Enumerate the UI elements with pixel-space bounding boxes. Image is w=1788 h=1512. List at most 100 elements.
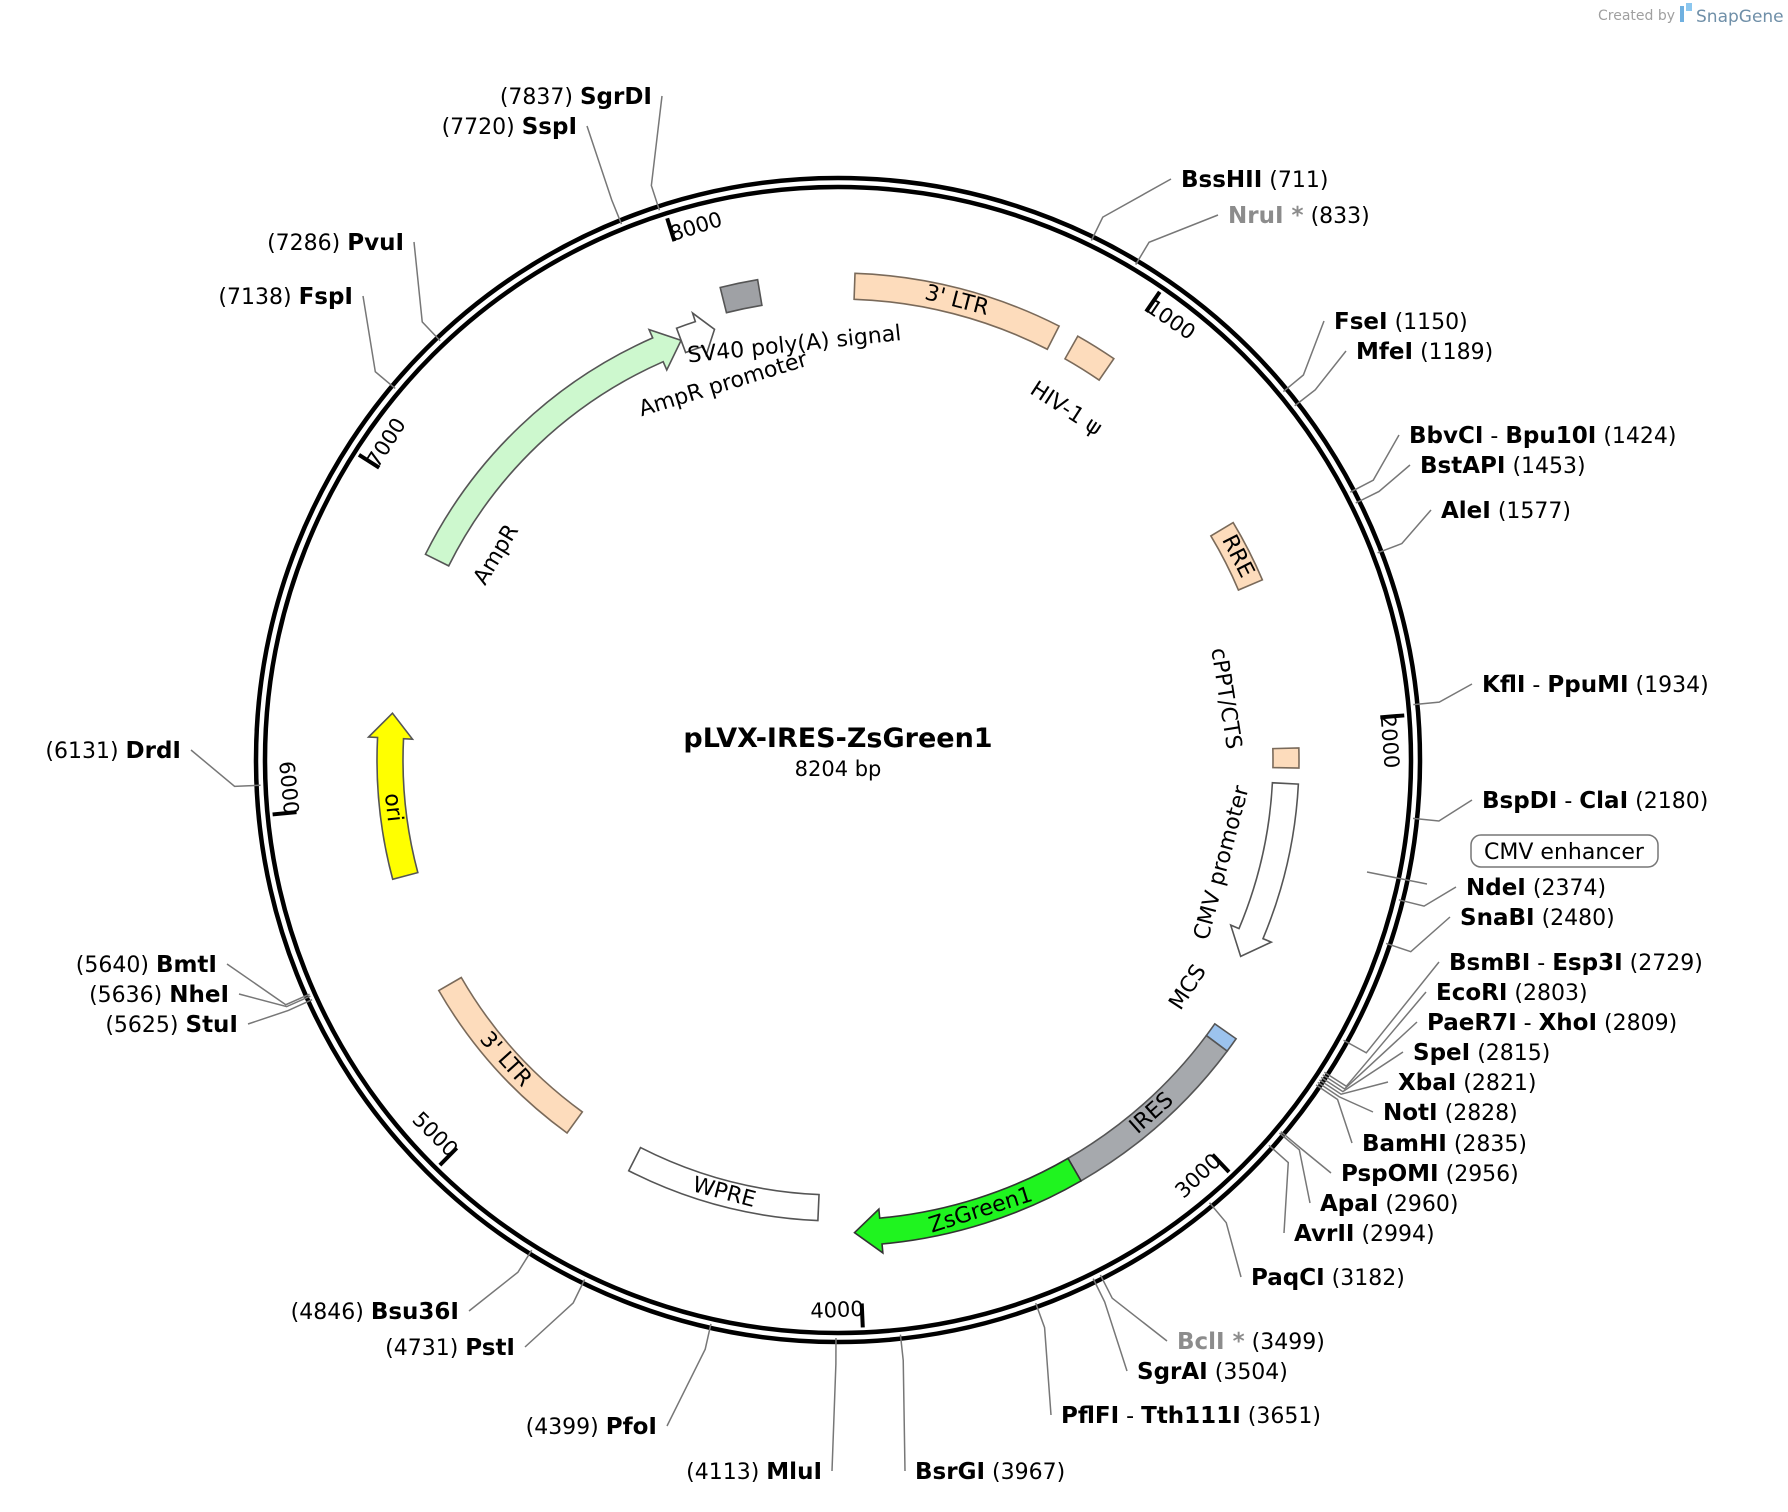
site-label-stui: (5625) StuI — [105, 1012, 238, 1038]
leader-bbvci-bpu10i — [1349, 434, 1400, 493]
enzyme-name-bamhi: BamHI — [1362, 1131, 1447, 1157]
feature-label-ampr: AmpR — [469, 520, 524, 589]
leader-spei — [1320, 1051, 1404, 1093]
tick-label-2000: 2000 — [1376, 714, 1404, 769]
spacer — [1447, 1132, 1454, 1157]
site-leader-lines — [190, 95, 1473, 1472]
tick-6000 — [272, 810, 297, 817]
enzyme-name-bspdi: BspDI — [1482, 788, 1557, 814]
enzyme-name-pspomi: PspOMI — [1341, 1161, 1439, 1187]
leader-xbai — [1319, 1079, 1389, 1096]
site-position: (1453) — [1512, 454, 1585, 479]
site-position: (1150) — [1395, 310, 1468, 335]
feature-shape-rre — [1209, 521, 1264, 592]
enzyme-name-bsrgi: BsrGI — [915, 1459, 985, 1485]
site-position: (7720) — [442, 115, 515, 140]
spacer — [1325, 1266, 1332, 1291]
leader-bcli — [1099, 1274, 1168, 1342]
enzyme-name-avrii: AvrII — [1294, 1221, 1354, 1247]
enzyme-name-bstapi: BstAPI — [1420, 453, 1505, 479]
leader-bsrgi — [899, 1334, 906, 1472]
leader-bamhi — [1315, 1084, 1353, 1144]
tick-label-3000: 3000 — [1170, 1149, 1225, 1203]
feature-ampr-promoter: AmpR promoter — [636, 310, 811, 422]
site-position: (4731) — [385, 1336, 458, 1361]
feature-ampr: AmpR — [424, 328, 683, 589]
site-position: (2835) — [1454, 1132, 1527, 1157]
site-position: (3504) — [1215, 1360, 1288, 1385]
site-position: (1424) — [1603, 424, 1676, 449]
tick-label-6000: 6000 — [274, 760, 303, 816]
spacer — [1456, 1071, 1463, 1096]
leader-pspomi — [1280, 1130, 1332, 1174]
site-position: (5636) — [89, 983, 162, 1008]
tick-8000 — [665, 217, 677, 242]
cmv-enhancer-leader — [1366, 871, 1428, 885]
restriction-site-labels: BssHII (711)NruI * (833)FseI (1150)MfeI … — [45, 84, 1708, 1485]
site-separator: - — [1517, 1011, 1539, 1036]
site-position: (7837) — [500, 85, 573, 110]
site-position: (2180) — [1635, 789, 1708, 814]
leader-noti — [1317, 1081, 1374, 1113]
leader-bsshii — [1090, 178, 1172, 241]
site-label-pflfi-tth111i: PflFI - Tth111I (3651) — [1061, 1403, 1321, 1429]
spacer — [340, 231, 347, 256]
spacer — [759, 1460, 766, 1485]
feature-label-3-ltr: 3' LTR — [474, 1027, 536, 1092]
plasmid-title-block: pLVX-IRES-ZsGreen1 8204 bp — [683, 723, 992, 781]
site-position: (4113) — [686, 1460, 759, 1485]
spacer — [1413, 340, 1420, 365]
feature-rre: RRE — [1209, 521, 1264, 592]
feature-shape-ampr-promoter — [675, 310, 716, 358]
enzyme-name-pflfi: PflFI — [1061, 1403, 1119, 1429]
enzyme-name-spei: SpeI — [1413, 1040, 1470, 1066]
enzyme-name-tth111i: Tth111I — [1141, 1403, 1241, 1429]
spacer — [1596, 424, 1603, 449]
site-label-bsmbi-esp3i: BsmBI - Esp3I (2729) — [1449, 950, 1703, 976]
feature-mcs: MCS — [1165, 960, 1238, 1053]
site-position: (2994) — [1361, 1222, 1434, 1247]
site-position: (5625) — [105, 1013, 178, 1038]
snapgene-logo-icon — [1680, 3, 1692, 22]
site-label-snabi: SnaBI (2480) — [1460, 905, 1615, 931]
site-label-sspi: (7720) SspI — [442, 114, 577, 140]
tick-label-4000: 4000 — [810, 1297, 864, 1323]
site-position: (2729) — [1630, 951, 1703, 976]
enzyme-name-pvui: PvuI — [347, 230, 404, 256]
spacer — [292, 285, 299, 310]
tick-3000 — [1211, 1153, 1231, 1174]
enzyme-name-sgrai: SgrAI — [1137, 1359, 1208, 1385]
spacer — [1505, 454, 1512, 479]
spacer — [162, 983, 169, 1008]
leader-apai — [1278, 1132, 1311, 1204]
enzyme-name-paqci: PaqCI — [1251, 1265, 1325, 1291]
site-label-fsei: FseI (1150) — [1334, 309, 1468, 335]
site-position: (1189) — [1420, 340, 1493, 365]
site-position: (2809) — [1604, 1011, 1677, 1036]
site-label-bspdi-clai: BspDI - ClaI (2180) — [1482, 788, 1708, 814]
site-position: (7138) — [218, 285, 291, 310]
enzyme-name-snabi: SnaBI — [1460, 905, 1535, 931]
leader-snabi — [1385, 916, 1451, 953]
feature-label-mcs: MCS — [1165, 960, 1212, 1014]
site-label-ndei: NdeI (2374) — [1466, 875, 1606, 901]
spacer — [1623, 951, 1630, 976]
site-position: (2956) — [1446, 1162, 1519, 1187]
feature-wpre: WPRE — [627, 1146, 820, 1222]
site-label-nrui: NruI * (833) — [1228, 203, 1370, 229]
site-label-kfli-ppumi: KflI - PpuMI (1934) — [1482, 672, 1709, 698]
spacer — [179, 1013, 186, 1038]
site-label-xbai: XbaI (2821) — [1398, 1070, 1536, 1096]
site-label-alei: AleI (1577) — [1441, 498, 1571, 524]
site-label-ecori: EcoRI (2803) — [1436, 980, 1588, 1006]
enzyme-name-kfli: KflI — [1482, 672, 1525, 698]
feature-shape-ampr — [424, 328, 683, 567]
tick-label-5000: 5000 — [408, 1107, 463, 1162]
leader-ecori — [1323, 991, 1427, 1088]
feature-cmv-promoter: CMV promoter — [1189, 781, 1300, 958]
site-position: (6131) — [45, 739, 118, 764]
site-label-sgrai: SgrAI (3504) — [1137, 1359, 1288, 1385]
spacer — [1438, 1101, 1445, 1126]
site-label-bsshii: BssHII (711) — [1181, 167, 1328, 193]
leader-bstapi — [1355, 464, 1411, 504]
